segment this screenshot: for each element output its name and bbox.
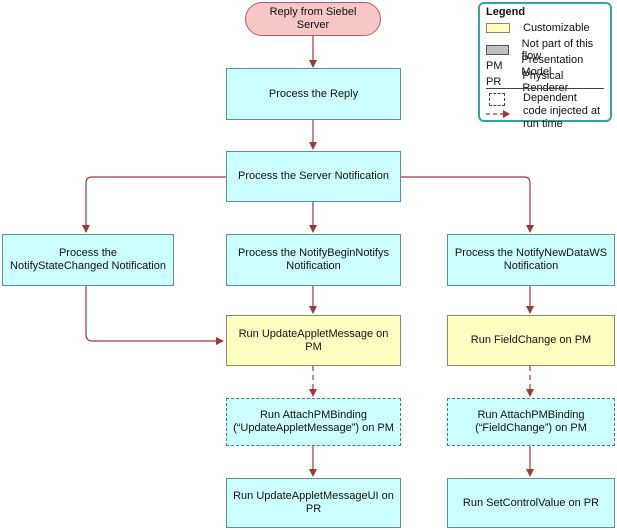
dependent-code-icon: [486, 92, 510, 120]
legend-pm-abbr: PM: [486, 60, 503, 72]
run-attach-pm-binding-update-applet-node: Run AttachPMBinding (“UpdateAppletMessag…: [226, 398, 401, 446]
process-notify-state-changed-node: Process the NotifyStateChanged Notificat…: [2, 234, 174, 286]
run-set-control-value-node: Run SetControlValue on PR: [447, 478, 615, 528]
legend-divider: [486, 88, 604, 89]
edge-notification-to-new-data-ws: [391, 176, 534, 233]
legend-dependent-label: Dependent code injected at run time: [523, 92, 601, 130]
legend-panel: Legend Customizable Not part of this flo…: [478, 2, 612, 130]
legend-pr-label: Physical Renderer: [522, 70, 569, 94]
process-server-notification-node: Process the Server Notification: [226, 151, 401, 202]
run-field-change-node: Run FieldChange on PM: [447, 315, 615, 366]
legend-row-not-part: Not part of this flow: [486, 38, 610, 62]
legend-title: Legend: [486, 6, 526, 18]
run-update-applet-message-ui-node: Run UpdateAppletMessageUI on PR: [226, 478, 401, 528]
legend-not-part-label: Not part of this flow: [521, 38, 594, 62]
process-reply-node: Process the Reply: [226, 68, 401, 120]
run-update-applet-message-node: Run UpdateAppletMessage on PM: [226, 315, 401, 366]
legend-pr-abbr: PR: [486, 76, 502, 88]
legend-row-dependent: Dependent code injected at run time: [486, 92, 603, 131]
start-node: Reply from Siebel Server: [245, 2, 381, 36]
legend-row-customizable: Customizable: [486, 22, 590, 34]
process-notify-new-data-ws-node: Process the NotifyNewDataWS Notification: [447, 234, 615, 286]
legend-row-pm: PM Presentation Model: [486, 54, 610, 78]
customizable-swatch: [486, 23, 510, 33]
edge-state-changed-to-update-applet: [85, 286, 224, 345]
legend-customizable-label: Customizable: [523, 22, 590, 34]
not-part-swatch: [486, 45, 509, 55]
legend-pm-label: Presentation Model: [521, 54, 584, 78]
process-notify-begin-notifys-node: Process the NotifyBeginNotifys Notificat…: [226, 234, 401, 286]
legend-row-pr: PR Physical Renderer: [486, 70, 610, 94]
run-attach-pm-binding-field-change-node: Run AttachPMBinding (“FieldChange”) on P…: [447, 398, 615, 446]
edge-notification-to-state-changed: [82, 176, 226, 233]
